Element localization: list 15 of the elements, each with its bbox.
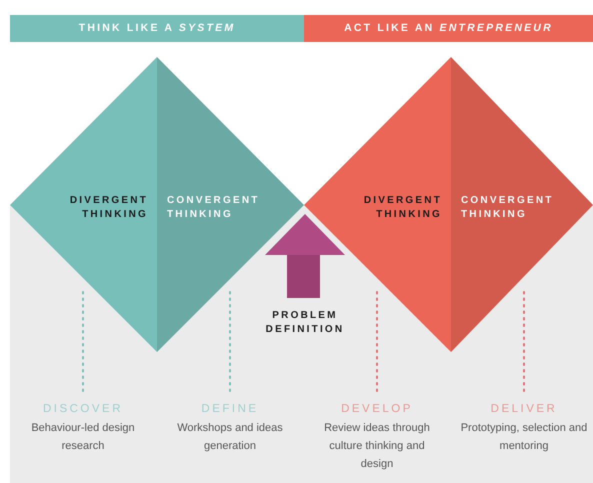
phase-description: Prototyping, selection and mentoring	[460, 421, 588, 454]
phase-description: Review ideas through culture thinking and design	[323, 421, 431, 472]
arrow-caption: PROBLEM DEFINITION	[264, 309, 346, 337]
header-banner: ACT LIKE AN ENTREPRENEUR	[304, 15, 593, 42]
phase-label: DEVELOP	[340, 402, 414, 417]
phase-description: Workshops and ideas generation	[176, 421, 284, 454]
phase-heading: DIVERGENT THINKING	[68, 194, 148, 222]
phase-heading: CONVERGENT THINKING	[461, 194, 555, 222]
phase-description: Behaviour-led design research	[30, 421, 136, 454]
phase-heading: CONVERGENT THINKING	[167, 194, 261, 222]
phase-label: DEFINE	[200, 402, 260, 417]
phase-label: DISCOVER	[42, 402, 124, 417]
phase-heading: DIVERGENT THINKING	[362, 194, 442, 222]
phase-label: DELIVER	[490, 402, 558, 417]
header-banner: THINK LIKE A SYSTEM	[10, 15, 304, 42]
